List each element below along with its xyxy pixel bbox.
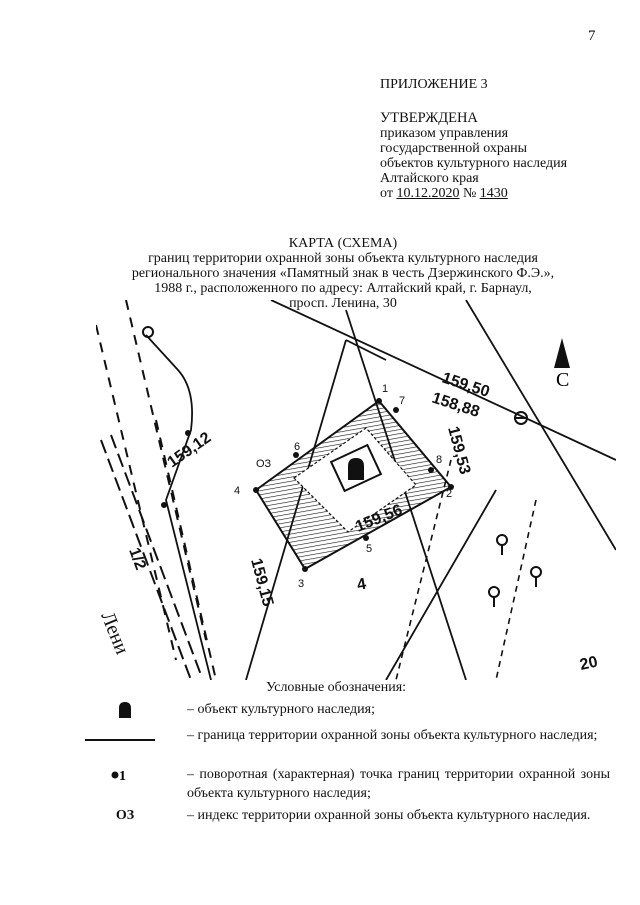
dim-label-10: 20 xyxy=(578,654,599,674)
heritage-object-mark xyxy=(348,458,364,480)
map-title: КАРТА (СХЕМА) границ территории охранной… xyxy=(100,236,586,311)
site-map-drawing: С 159,50 158,88 159,53 159,12 159,56 159… xyxy=(96,300,616,680)
point-label-2: 2 xyxy=(446,488,452,500)
legend-symbol-zone-index: ОЗ xyxy=(85,806,165,826)
map-title-line-1: КАРТА (СХЕМА) xyxy=(288,236,398,251)
legend-text-point: – поворотная (характерная) точка границ … xyxy=(187,767,610,801)
map-title-line-2: границ территории охранной зоны объекта … xyxy=(148,251,538,266)
point-label-3: 3 xyxy=(298,578,304,590)
point-label-6: 6 xyxy=(294,441,300,453)
legend-text-zone-index: – индекс территории охранной зоны объект… xyxy=(187,808,591,823)
zone-index-label: ОЗ xyxy=(256,458,272,470)
svg-text:1: 1 xyxy=(119,769,126,784)
approval-line-2: государственной охраны xyxy=(380,141,528,156)
turning-points xyxy=(253,398,454,572)
boundary-line-icon xyxy=(85,739,155,741)
point-label-7: 7 xyxy=(399,395,405,407)
dim-label-9: Лени xyxy=(96,609,133,658)
approval-line-1: приказом управления xyxy=(380,126,509,141)
legend-symbol-point: 1 xyxy=(85,765,165,785)
legend-symbol-boundary xyxy=(85,732,165,752)
approval-from: от xyxy=(380,186,393,201)
point-label-8: 8 xyxy=(436,454,442,466)
dim-label-7: 1/2 xyxy=(125,546,149,573)
dim-label-8: 4 xyxy=(356,576,368,594)
road-lines xyxy=(96,300,217,680)
turning-point-icon: 1 xyxy=(111,769,126,784)
approval-number-sign: № xyxy=(462,186,477,201)
legend-text-boundary: – граница территории охранной зоны объек… xyxy=(187,728,598,743)
map-title-line-3: регионального значения «Памятный знак в … xyxy=(131,266,555,281)
approval-block: УТВЕРЖДЕНА приказом управления государст… xyxy=(380,110,568,202)
approval-heading: УТВЕРЖДЕНА xyxy=(380,110,478,126)
point-label-1: 1 xyxy=(382,383,388,395)
appendix-label: ПРИЛОЖЕНИЕ 3 xyxy=(380,77,488,92)
north-arrow xyxy=(554,338,570,368)
approval-number: 1430 xyxy=(479,186,508,201)
legend-title: Условные обозначения: xyxy=(266,680,407,695)
legend-row-heritage: – объект культурного наследия; xyxy=(85,700,610,722)
legend-row-boundary: – граница территории охранной зоны объек… xyxy=(85,726,610,766)
north-label: С xyxy=(556,369,569,391)
approval-date: 10.12.2020 xyxy=(396,186,460,201)
dim-label-6: 159,15 xyxy=(247,557,276,609)
page-number: 7 xyxy=(588,28,596,44)
road-double-lines xyxy=(100,434,202,680)
map-title-line-5: просп. Ленина, 30 xyxy=(289,296,397,311)
legend-row-point: 1 – поворотная (характерная) точка грани… xyxy=(85,765,610,805)
legend-text-heritage: – объект культурного наследия; xyxy=(187,702,375,717)
dashed-boundary xyxy=(395,459,537,680)
map-title-line-4: 1988 г., расположенного по адресу: Алтай… xyxy=(154,281,532,296)
approval-line-3: объектов культурного наследия xyxy=(380,156,568,171)
dim-label-3: 159,53 xyxy=(444,425,473,477)
legend-row-zone-index: ОЗ – индекс территории охранной зоны объ… xyxy=(85,806,610,846)
point-label-4: 4 xyxy=(234,485,240,497)
site-map: С 159,50 158,88 159,53 159,12 159,56 159… xyxy=(96,300,616,680)
curved-line xyxy=(145,334,212,680)
approval-line-4: Алтайского края xyxy=(380,171,479,186)
legend-symbol-heritage xyxy=(85,700,165,720)
zone-index-symbol: ОЗ xyxy=(115,808,135,823)
point-label-5: 5 xyxy=(366,543,372,555)
heritage-object-icon xyxy=(119,702,131,718)
approval-date-line: от 10.12.2020 № 1430 xyxy=(380,186,567,201)
tree-symbols xyxy=(488,534,542,607)
